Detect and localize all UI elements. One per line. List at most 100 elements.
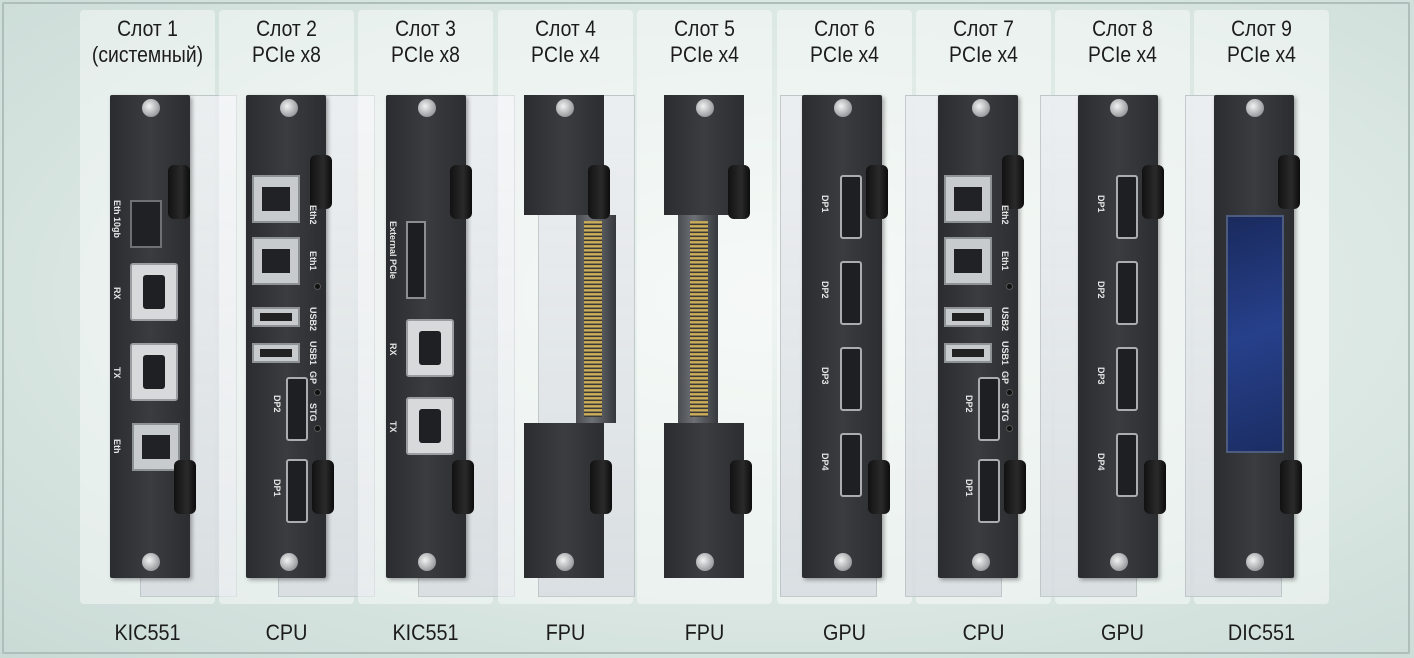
screw-icon bbox=[1110, 99, 1128, 117]
displayport-1[interactable] bbox=[286, 459, 308, 523]
lever-icon[interactable] bbox=[1002, 155, 1024, 209]
screw-icon bbox=[1110, 553, 1128, 571]
displayport-2[interactable] bbox=[1116, 261, 1138, 325]
slot-2-card-faceplate: Eth2 Eth1 USB2 USB1 GP STG DP2 DP1 bbox=[246, 95, 334, 578]
label-stg: STG bbox=[308, 403, 318, 422]
screw-icon bbox=[834, 99, 852, 117]
screw-icon bbox=[280, 99, 298, 117]
label-dp1: DP1 bbox=[964, 479, 974, 497]
screw-icon bbox=[1246, 553, 1264, 571]
label-gp: GP bbox=[308, 371, 318, 385]
label-usb1: USB1 bbox=[308, 341, 318, 366]
screw-icon bbox=[418, 99, 436, 117]
external-pcie-port[interactable] bbox=[406, 221, 426, 299]
slot-9-card-faceplate bbox=[1214, 95, 1302, 578]
label-dp1: DP1 bbox=[272, 479, 282, 497]
displayport-4[interactable] bbox=[1116, 433, 1138, 497]
lever-icon[interactable] bbox=[866, 165, 888, 219]
label-usb2: USB2 bbox=[1000, 307, 1010, 332]
led-indicator bbox=[1006, 283, 1013, 290]
displayport-3[interactable] bbox=[840, 347, 862, 411]
screw-icon bbox=[418, 553, 436, 571]
lever-icon[interactable] bbox=[588, 165, 610, 219]
lever-icon[interactable] bbox=[452, 460, 474, 514]
usb-port-1[interactable] bbox=[252, 343, 300, 363]
edge-connector bbox=[584, 221, 602, 417]
displayport-1[interactable] bbox=[1116, 175, 1138, 239]
screw-icon bbox=[556, 99, 574, 117]
screw-icon bbox=[696, 553, 714, 571]
rj45-port-eth[interactable] bbox=[132, 423, 180, 471]
label-dp2: DP2 bbox=[820, 281, 830, 299]
lever-icon[interactable] bbox=[728, 165, 750, 219]
rj45-port-eth2[interactable] bbox=[252, 175, 300, 223]
slot-3-card-faceplate: External PCIe RX TX bbox=[386, 95, 474, 578]
label-dp2: DP2 bbox=[964, 395, 974, 413]
screw-icon bbox=[972, 99, 990, 117]
label-eth: Eth bbox=[112, 439, 122, 454]
usb-port-1[interactable] bbox=[944, 343, 992, 363]
displayport-3[interactable] bbox=[1116, 347, 1138, 411]
displayport-2[interactable] bbox=[286, 377, 308, 441]
slot-1-card-faceplate: Eth 10gb RX TX Eth bbox=[110, 95, 196, 578]
rj45-port-eth1[interactable] bbox=[252, 237, 300, 285]
lever-icon[interactable] bbox=[730, 460, 752, 514]
label-rx: RX bbox=[388, 343, 398, 356]
screw-icon bbox=[972, 553, 990, 571]
slot-5-model: FPU bbox=[684, 620, 725, 645]
edge-connector bbox=[690, 221, 708, 417]
lever-icon[interactable] bbox=[1142, 165, 1164, 219]
slot-6-card-faceplate: DP1 DP2 DP3 DP4 bbox=[802, 95, 890, 578]
lever-icon[interactable] bbox=[868, 460, 890, 514]
led-indicator bbox=[1006, 389, 1013, 396]
usb-port-2[interactable] bbox=[252, 307, 300, 327]
label-dp2: DP2 bbox=[1096, 281, 1106, 299]
displayport-2[interactable] bbox=[840, 261, 862, 325]
displayport-2[interactable] bbox=[978, 377, 1000, 441]
label-dp1: DP1 bbox=[1096, 195, 1106, 213]
label-dp4: DP4 bbox=[820, 453, 830, 471]
lever-icon[interactable] bbox=[450, 165, 472, 219]
lever-icon[interactable] bbox=[310, 155, 332, 209]
label-dp1: DP1 bbox=[820, 195, 830, 213]
port-rx[interactable] bbox=[130, 263, 178, 321]
slot-9-model: DIC551 bbox=[1227, 620, 1296, 645]
lever-icon[interactable] bbox=[1004, 460, 1026, 514]
slot-7-model: CPU bbox=[962, 620, 1005, 645]
displayport-1[interactable] bbox=[978, 459, 1000, 523]
lever-icon[interactable] bbox=[174, 460, 196, 514]
rj45-port-eth2[interactable] bbox=[944, 175, 992, 223]
lever-icon[interactable] bbox=[168, 165, 190, 219]
slot-3-model: KIC551 bbox=[392, 620, 459, 645]
lever-icon[interactable] bbox=[590, 460, 612, 514]
sfp-port-eth10gb[interactable] bbox=[130, 200, 162, 248]
rj45-port-eth1[interactable] bbox=[944, 237, 992, 285]
label-eth1: Eth1 bbox=[308, 251, 318, 271]
led-indicator bbox=[1006, 425, 1013, 432]
port-tx[interactable] bbox=[406, 397, 454, 455]
label-rx: RX bbox=[112, 287, 122, 300]
displayport-1[interactable] bbox=[840, 175, 862, 239]
lever-icon[interactable] bbox=[1278, 155, 1300, 209]
label-dp3: DP3 bbox=[1096, 367, 1106, 385]
screw-icon bbox=[280, 553, 298, 571]
lever-icon[interactable] bbox=[1144, 460, 1166, 514]
slot-2-model: CPU bbox=[265, 620, 308, 645]
lever-icon[interactable] bbox=[1280, 460, 1302, 514]
port-tx[interactable] bbox=[130, 343, 178, 401]
port-rx[interactable] bbox=[406, 319, 454, 377]
slot-8-model: GPU bbox=[1101, 620, 1144, 645]
screw-icon bbox=[834, 553, 852, 571]
slot-5-card-faceplate bbox=[664, 95, 752, 578]
lever-icon[interactable] bbox=[312, 460, 334, 514]
label-tx: TX bbox=[112, 367, 122, 379]
displayport-4[interactable] bbox=[840, 433, 862, 497]
usb-port-2[interactable] bbox=[944, 307, 992, 327]
